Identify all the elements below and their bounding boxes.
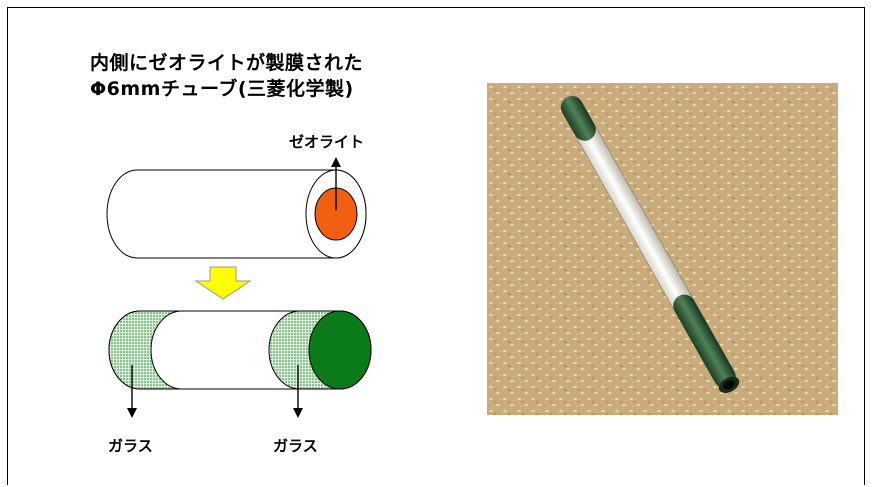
title-line-1: 内側にゼオライトが製膜された <box>90 52 364 74</box>
transform-arrow-icon <box>194 266 252 300</box>
diagram-title: 内側にゼオライトが製膜された Φ6mmチューブ(三菱化学製) <box>90 50 363 102</box>
title-line-2: Φ6mmチューブ(三菱化学製) <box>90 78 354 100</box>
bottom-tube <box>108 310 372 418</box>
tube-photo <box>487 83 838 415</box>
slide-frame <box>7 7 865 485</box>
glass-end-face <box>308 310 372 390</box>
glass-left-section <box>108 310 183 390</box>
glass-right-label: ガラス <box>273 437 318 455</box>
glass-left-label: ガラス <box>108 437 153 455</box>
zeolite-label: ゼオライト <box>289 133 365 151</box>
top-tube <box>106 157 367 259</box>
